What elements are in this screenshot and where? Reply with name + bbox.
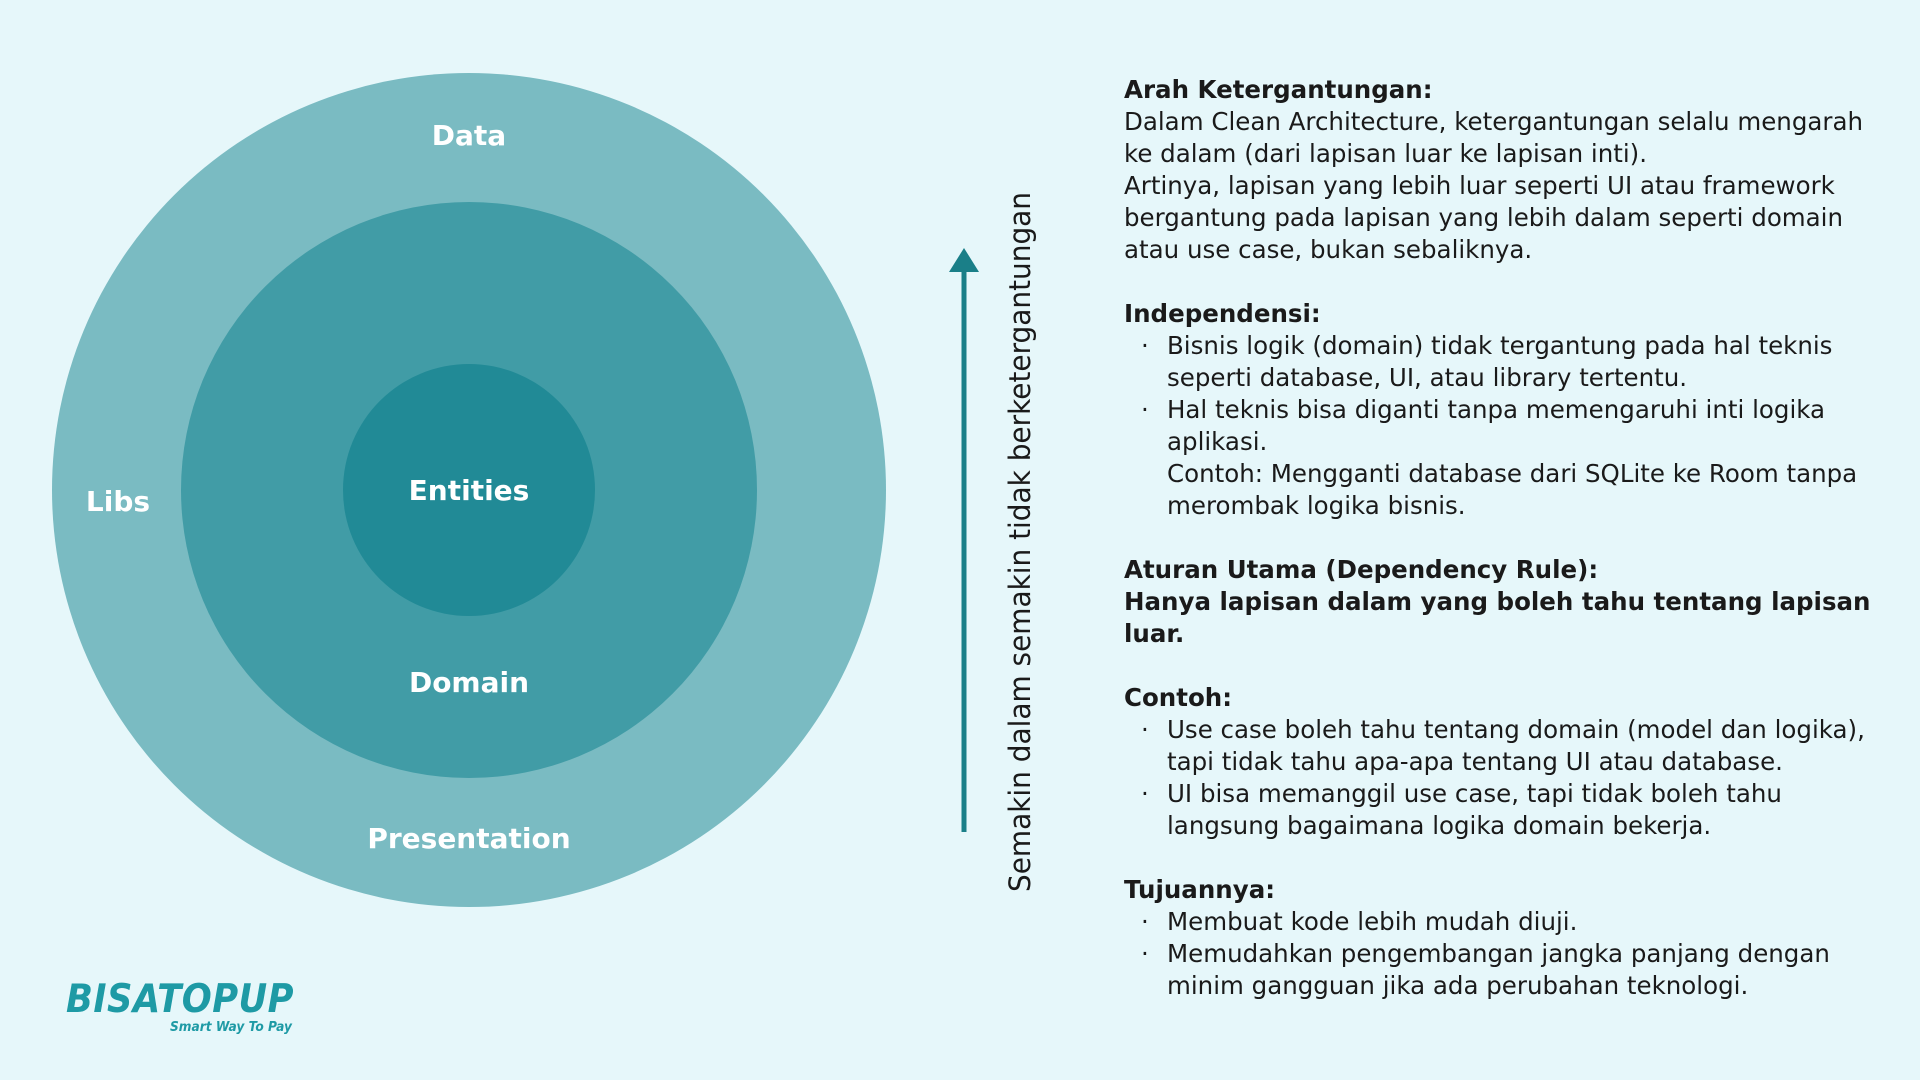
section-title: Arah Ketergantungan:	[1124, 75, 1433, 104]
list-item-line: minim gangguan jika ada perubahan teknol…	[1167, 971, 1749, 1000]
list-item-line: Contoh: Mengganti database dari SQLite k…	[1167, 459, 1858, 488]
list-item-line: aplikasi.	[1167, 427, 1268, 456]
list-item-line: seperti database, UI, atau library terte…	[1167, 363, 1688, 392]
list-item-line: Bisnis logik (domain) tidak tergantung p…	[1167, 331, 1833, 360]
paragraph-line: Dalam Clean Architecture, ketergantungan…	[1124, 107, 1864, 136]
section-title: Tujuannya:	[1124, 875, 1276, 904]
section-independence: Independensi: Bisnis logik (domain) tida…	[1124, 298, 1904, 522]
paragraph-line: ke dalam (dari lapisan luar ke lapisan i…	[1124, 139, 1648, 168]
list-item-line: tapi tidak tahu apa-apa tentang UI atau …	[1167, 747, 1783, 776]
paragraph-line: atau use case, bukan sebaliknya.	[1124, 235, 1533, 264]
list-item-line: langsung bagaimana logika domain bekerja…	[1167, 811, 1712, 840]
list-item-line: Memudahkan pengembangan jangka panjang d…	[1167, 939, 1830, 968]
list-item: Membuat kode lebih mudah diuji.	[1124, 906, 1904, 938]
section-purpose: Tujuannya: Membuat kode lebih mudah diuj…	[1124, 874, 1904, 1002]
dependency-arrow	[949, 248, 979, 832]
section-dependency-direction: Arah Ketergantungan: Dalam Clean Archite…	[1124, 74, 1904, 266]
bullet-list: Membuat kode lebih mudah diuji. Memudahk…	[1124, 906, 1904, 1002]
list-item-line: Hal teknis bisa diganti tanpa memengaruh…	[1167, 395, 1826, 424]
logo-wordmark: BISATOPUP	[66, 977, 294, 1022]
list-item-line: UI bisa memanggil use case, tapi tidak b…	[1167, 779, 1782, 808]
domain-layer-label: Domain	[409, 666, 529, 699]
section-example: Contoh: Use case boleh tahu tentang doma…	[1124, 682, 1904, 842]
arrow-head-icon	[949, 248, 979, 272]
explanation-panel: Arah Ketergantungan: Dalam Clean Archite…	[1124, 74, 1904, 1034]
paragraph-line: bergantung pada lapisan yang lebih dalam…	[1124, 203, 1844, 232]
section-title: Independensi:	[1124, 299, 1321, 328]
logo-tagline: Smart Way To Pay	[170, 1020, 292, 1035]
bisatopup-logo: BISATOPUP Smart Way To Pay	[66, 977, 294, 1035]
inner-ring	[343, 364, 595, 616]
presentation-layer-label: Presentation	[367, 822, 570, 855]
list-item: Use case boleh tahu tentang domain (mode…	[1124, 714, 1904, 778]
section-main-rule: Aturan Utama (Dependency Rule): Hanya la…	[1124, 554, 1904, 650]
list-item-line: merombak logika bisnis.	[1167, 491, 1466, 520]
bullet-list: Bisnis logik (domain) tidak tergantung p…	[1124, 330, 1904, 522]
list-item: Bisnis logik (domain) tidak tergantung p…	[1124, 330, 1904, 394]
paragraph-line: Artinya, lapisan yang lebih luar seperti…	[1124, 171, 1835, 200]
clean-architecture-diagram: Data Libs Entities Domain Presentation S…	[52, 73, 1037, 907]
libs-layer-label: Libs	[86, 485, 150, 518]
rule-statement: Hanya lapisan dalam yang boleh tahu tent…	[1124, 587, 1871, 648]
section-title: Aturan Utama (Dependency Rule):	[1124, 555, 1599, 584]
list-item: Hal teknis bisa diganti tanpa memengaruh…	[1124, 394, 1904, 522]
list-item-line: Use case boleh tahu tentang domain (mode…	[1167, 715, 1865, 744]
bullet-list: Use case boleh tahu tentang domain (mode…	[1124, 714, 1904, 842]
entities-layer-label: Entities	[409, 474, 530, 507]
arrow-caption: Semakin dalam semakin tidak berketergant…	[1003, 192, 1037, 892]
section-title: Contoh:	[1124, 683, 1233, 712]
list-item: Memudahkan pengembangan jangka panjang d…	[1124, 938, 1904, 1002]
list-item: UI bisa memanggil use case, tapi tidak b…	[1124, 778, 1904, 842]
list-item-line: Membuat kode lebih mudah diuji.	[1167, 907, 1578, 936]
data-layer-label: Data	[432, 119, 506, 152]
